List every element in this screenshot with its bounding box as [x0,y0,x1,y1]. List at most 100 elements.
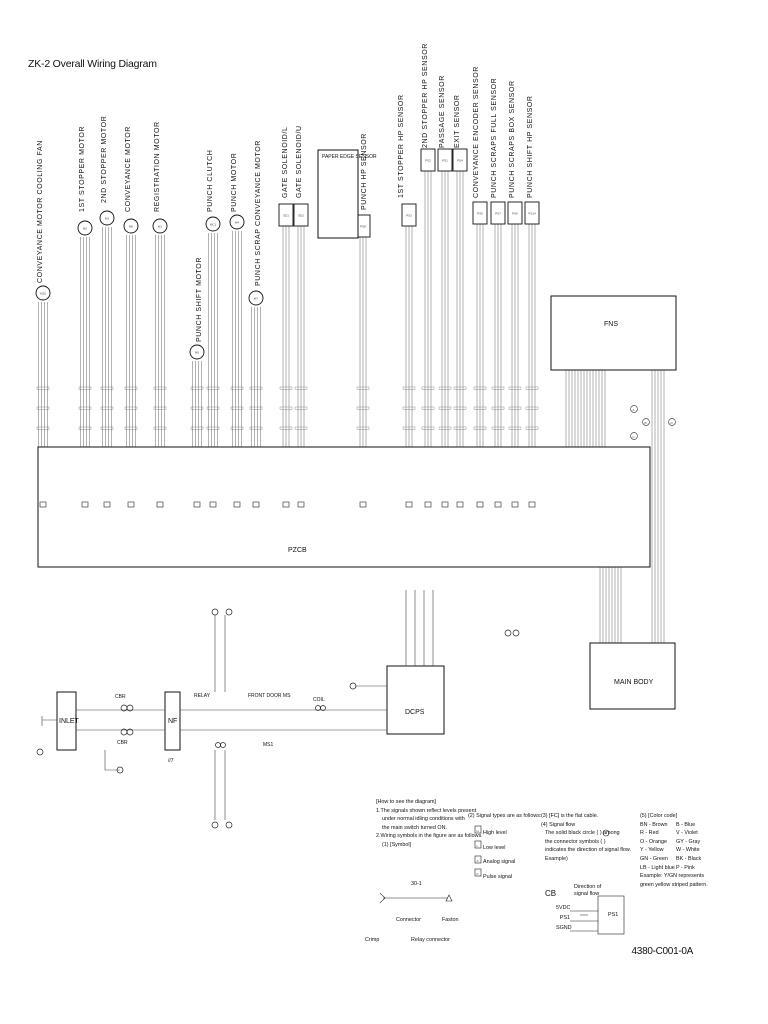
component-label: CONVEYANCE MOTOR [125,126,132,212]
component-label: PUNCH SCRAPS BOX SENSOR [509,80,516,198]
component-label: 2ND STOPPER HP SENSOR [422,43,429,148]
pzcb-pin [252,501,260,508]
legend-color-example: Example: Y/GN represents [640,873,705,880]
legend-example-ps: PS1 [608,912,619,918]
component-symbol-label: M1 [158,225,162,229]
legend-signal-flow-line: the connector symbols ( ) [545,838,606,845]
legend-signal-types-title: (2) Signal types are as follows: [468,813,542,819]
legend-signal-low: Low level [483,844,506,851]
component-symbol-label: M6 [129,225,133,229]
legend-color-entry: BN - Brown [640,821,668,828]
ref-marker-b [642,418,650,426]
connector-tick [78,406,92,410]
connector-tick [473,386,487,390]
nf-box [164,691,181,751]
legend-h-mark: H [477,829,479,833]
pzcb-pin [456,501,464,508]
connector-tick [491,406,505,410]
component-label: PASSAGE SENSOR [439,75,446,148]
legend-color-entry: O - Orange [640,838,667,845]
inlet-label: INLET [59,718,80,725]
legend-signal-flow: (3) [FC] is the flat cable. (4) Signal f… [541,812,631,864]
component-label: 1ST STOPPER MOTOR [79,126,86,212]
connector-tick [279,406,293,410]
connector-tick [36,426,50,430]
legend-example-cb: CB [545,889,557,898]
connector-tick [508,426,522,430]
connector-tick [124,426,138,430]
legend-symbol-header: (1) [Symbol] [382,841,412,848]
pzcb-pin [39,501,47,508]
connector-tick [438,406,452,410]
component-label: PUNCH SHIFT HP SENSOR [527,95,534,198]
legend-flat-cable: (3) [FC] is the flat cable. [541,813,599,819]
component-symbol-label: PS6 [512,212,518,216]
connector-tick [473,406,487,410]
fns-board [550,295,677,371]
connector-tick [249,386,263,390]
inlet-box [56,691,77,751]
component-symbol-label: M5 [195,351,199,355]
motor-symbol [152,218,168,234]
component-symbol-label: PS4 [457,159,463,163]
main-body-board [589,642,676,710]
legend-symbol-pin: 30-1 [411,881,422,887]
connector-tick [356,386,370,390]
legend-signal-flow-title: (4) Signal flow [541,821,576,828]
component-label: PUNCH SCRAPS FULL SENSOR [491,78,498,198]
connector-tick [36,386,50,390]
ref-marker-c-label: C [633,435,636,439]
component-label: PUNCH MOTOR [231,153,238,212]
motor-symbol [123,218,139,234]
document-code: 4380-C001-0A [631,946,694,957]
pzcb-label: PZCB [288,547,307,554]
motor-symbol [99,210,115,226]
legend-signal-list: High level Low level Analog signal Pulse… [483,826,515,884]
legend-symbol-relay: Relay connector [411,937,450,943]
legend-example-direction: Direction of signal flow [574,884,608,897]
component-label: GATE SOLENOID/L [282,127,289,199]
front-door-ms-label: FRONT DOOR MS [248,693,291,699]
legend-color-entry: R - Red [640,830,659,837]
legend-how-to-line: 2.Wiring symbols in the figure are as fo… [376,833,483,840]
connector-tick [453,386,467,390]
legend-signal-analog: Analog signal [483,859,516,865]
component-label: 2ND STOPPER MOTOR [101,116,108,203]
connector-tick [279,386,293,390]
legend-signal-flow-line: indicates the direction of signal flow. [545,847,631,854]
connector-tick [525,386,539,390]
connector-tick [100,426,114,430]
pzcb-pin [476,501,484,508]
pzcb-pin [103,501,111,508]
connector-tick [491,386,505,390]
dcps-board [386,665,445,735]
pzcb-pin [494,501,502,508]
component-symbol-label: M10 [40,292,46,296]
component-label: PUNCH SHIFT MOTOR [196,257,203,342]
legend-color-entry: BK - Black [676,855,702,862]
legend-ps1-box [597,895,625,935]
connector-tick [190,386,204,390]
connector-tick [36,406,50,410]
component-symbol-label: PS1 [442,159,448,163]
connector-tick [421,386,435,390]
component-symbol-label: M4 [235,221,239,225]
sensor-symbol [401,203,417,227]
component-symbol-label: SD1 [283,214,289,218]
nf-label: NF [168,718,177,725]
legend-how-to: [How to see the diagram] 1.The signals s… [376,798,483,850]
legend-color-entry: B - Blue [676,821,696,828]
pzcb-pin [233,501,241,508]
connector-tick [100,406,114,410]
motor-symbol [35,285,51,301]
sensor-symbol [278,203,294,227]
component-label: CONVEYANCE ENCODER SENSOR [473,66,480,198]
motor-symbol [229,214,245,230]
